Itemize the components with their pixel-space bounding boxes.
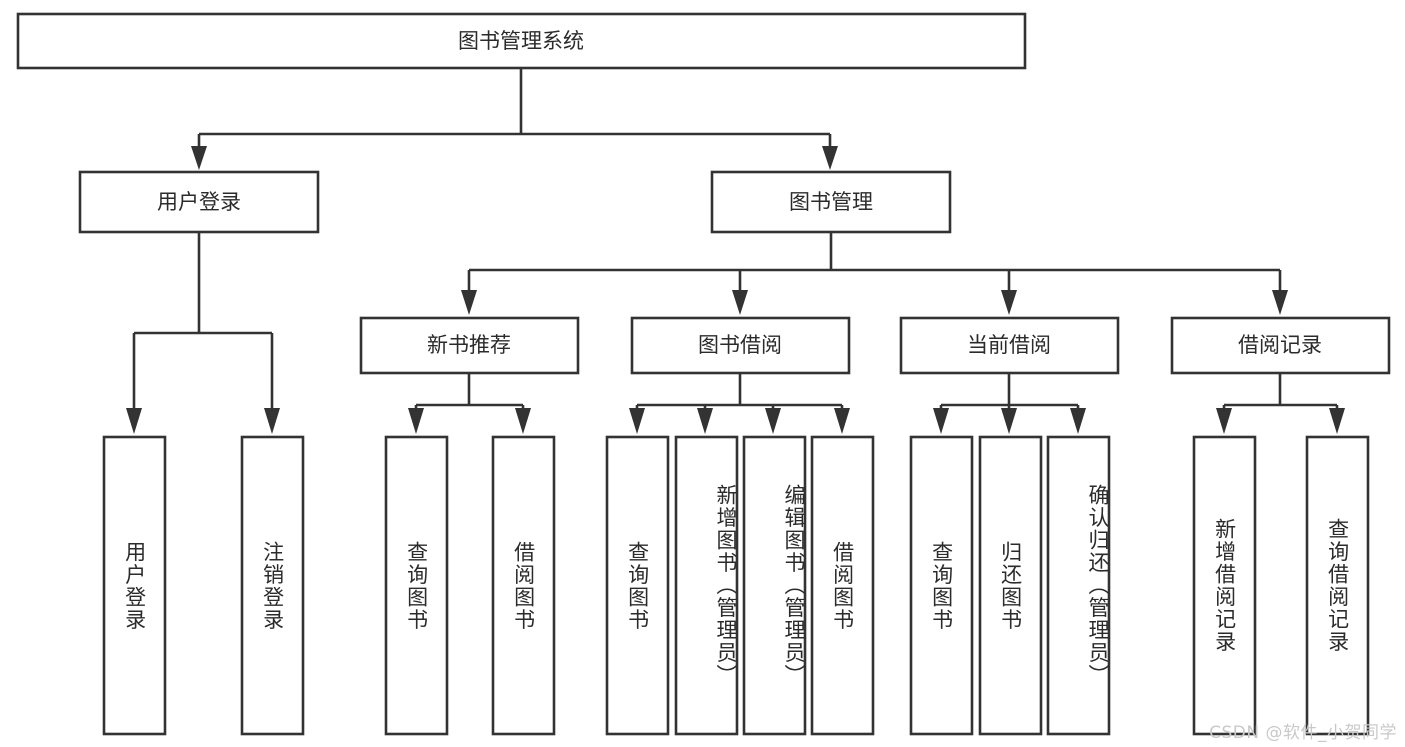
leaf-borrow-book-2-box[interactable]	[810, 435, 875, 736]
leaf-confirm-return-box[interactable]	[1046, 435, 1111, 736]
csdn-watermark: CSDN @软件_小贺同学	[1209, 723, 1397, 743]
arrow-head-icon	[697, 408, 713, 434]
arrow-head-icon	[834, 408, 850, 434]
leaf-add-record-box[interactable]	[1192, 435, 1257, 736]
leaf-query-record-box[interactable]	[1305, 435, 1370, 736]
node-user-login[interactable]: 用户登录	[78, 170, 320, 234]
node-new-book-recommend-label: 新书推荐	[427, 333, 511, 357]
node-user-login-label: 用户登录	[157, 190, 241, 214]
node-borrow-record-label: 借阅记录	[1238, 333, 1322, 357]
node-current-borrow[interactable]: 当前借阅	[899, 316, 1120, 375]
arrow-head-icon	[765, 408, 781, 434]
arrow-head-icon	[126, 408, 142, 434]
node-borrow-record[interactable]: 借阅记录	[1170, 316, 1391, 375]
arrow-head-icon	[515, 408, 531, 434]
arrow-head-icon	[461, 290, 477, 315]
arrow-head-icon	[1001, 408, 1017, 434]
node-user-login-box[interactable]	[78, 170, 320, 234]
node-root-box[interactable]	[16, 12, 1027, 70]
node-book-management[interactable]: 图书管理	[710, 170, 952, 234]
arrow-head-icon	[933, 408, 949, 434]
arrow-head-icon	[732, 290, 748, 315]
connector-book-borrow-to-leaves	[629, 373, 850, 434]
node-book-borrow-label: 图书借阅	[698, 333, 782, 357]
leaf-boxes	[102, 435, 1370, 736]
leaf-query-book-3-box[interactable]	[909, 435, 974, 736]
arrow-head-icon	[822, 146, 838, 170]
arrow-head-icon	[264, 408, 280, 434]
connector-book-management-to-level3	[461, 232, 1288, 315]
node-book-management-label: 图书管理	[789, 190, 873, 214]
leaf-query-book-2-box[interactable]	[605, 435, 670, 736]
leaf-logout-login-box[interactable]	[240, 435, 305, 736]
leaf-return-book-box[interactable]	[978, 435, 1043, 736]
arrow-head-icon	[191, 146, 207, 170]
arrow-head-icon	[1272, 290, 1288, 315]
node-new-book-recommend-box[interactable]	[359, 316, 580, 375]
connector-root-to-level2	[191, 68, 838, 170]
node-new-book-recommend[interactable]: 新书推荐	[359, 316, 580, 375]
arrow-head-icon	[1329, 408, 1345, 434]
leaf-query-book-1-box[interactable]	[384, 435, 449, 736]
node-book-borrow[interactable]: 图书借阅	[630, 316, 851, 375]
connector-current-borrow-to-leaves	[933, 373, 1086, 434]
arrow-head-icon	[1070, 408, 1086, 434]
connector-new-book-recommend-to-leaves	[408, 373, 531, 434]
leaf-add-book-box[interactable]	[674, 435, 739, 736]
connector-borrow-record-to-leaves	[1216, 373, 1345, 434]
leaf-user-login-box[interactable]	[102, 435, 167, 736]
arrow-head-icon	[629, 408, 645, 434]
connector-user-login-to-leaves	[126, 232, 280, 434]
arrow-head-icon	[1216, 408, 1232, 434]
node-current-borrow-box[interactable]	[899, 316, 1120, 375]
node-root[interactable]: 图书管理系统	[16, 12, 1027, 70]
leaf-borrow-book-1-box[interactable]	[491, 435, 556, 736]
arrow-head-icon	[408, 408, 424, 434]
arrow-head-icon	[1001, 290, 1017, 315]
node-root-label: 图书管理系统	[458, 29, 584, 53]
leaf-edit-book-box[interactable]	[742, 435, 807, 736]
node-current-borrow-label: 当前借阅	[967, 333, 1051, 357]
